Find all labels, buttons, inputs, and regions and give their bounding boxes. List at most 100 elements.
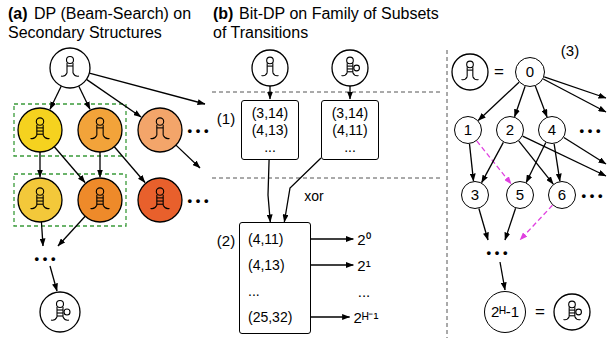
layout-arrow [79,86,90,109]
layout-arrow [500,262,505,290]
section-divider [212,92,440,93]
transition-arrow [535,86,547,117]
node-text: (3,14) [332,105,369,122]
layout-arrow [176,145,200,168]
equals-sign: = [494,62,504,82]
rna-structure-icon [151,118,170,139]
node-text: (25,32) [248,304,292,330]
structure-circle [18,108,62,152]
structure-circle [138,178,182,222]
ellipsis: • • • [188,193,209,208]
structure-circle [78,178,122,222]
rna-structure-icon [61,57,79,77]
layout-arrow [39,152,40,177]
transition-arrow [515,86,526,117]
node-text: 2ᴴ-1 [491,303,519,321]
equals-sign: = [535,302,545,322]
ellipsis: ... [358,283,371,300]
state-circle: 1 [454,116,482,144]
pair-list-box: (3,14)(4,13)... [241,100,299,160]
state-circle: 2ᴴ-1 [484,291,526,333]
node-text: 4 [548,121,556,139]
rna-structure-icon [151,188,170,209]
ellipsis: • • • [487,245,508,260]
layout-arrow [54,147,85,183]
transition-arrow [554,144,560,181]
pair-list-box: (3,14)(4,11)... [321,100,379,160]
step-number: (3) [561,42,579,59]
state-circle: 4 [538,116,566,144]
section-divider [212,178,440,179]
rna-structure-icon [262,57,279,76]
layout-arrow [479,208,488,240]
layout-arrow [349,86,350,99]
panel-letter: (a) [8,4,28,23]
node-text: 0 [526,63,534,81]
step-number: (2) [217,232,235,249]
layout-arrow [544,77,606,98]
panel-divider [447,50,448,338]
node-text: ... [264,139,276,156]
beam-bracket [14,174,126,226]
rna-structure-icon [31,188,50,209]
transition-arrow [469,144,473,181]
rna-structure-icon [51,301,70,321]
layout-arrow [543,79,606,112]
state-circle: 3 [461,181,489,209]
transition-arrow [482,142,504,182]
node-text: 3 [471,186,479,204]
state-circle: 6 [548,181,576,209]
ellipsis: • • • [35,251,56,266]
node-text: 2 [506,121,514,139]
node-text: 5 [516,186,524,204]
layout-arrow [520,205,552,240]
node-text: 6 [558,186,566,204]
ellipsis: • • • [582,188,603,203]
state-circle: 2 [496,116,524,144]
rna-structure-icon [91,118,110,139]
panel-title: Bit-DP on Family of Subsets of Transitio… [213,4,443,42]
node-text: (4,11) [332,122,368,139]
node-text: (4,13) [252,122,289,139]
beam-bracket [14,104,126,156]
node-text: 1 [464,121,472,139]
transition-arrow [478,82,519,120]
layout-arrow [99,152,100,177]
operator-label: xor [304,188,323,204]
rna-structure-icon [462,61,479,80]
layout-arrow [505,208,516,240]
node-text: (4,11) [248,226,284,252]
ellipsis: • • • [188,123,209,138]
layout-arrow [523,136,606,176]
structure-circle [78,108,122,152]
panel-title: DP (Beam-Search) on Secondary Structures [8,4,208,42]
structure-circle [452,54,488,90]
layout-arrow [58,216,85,246]
rna-structure-icon [31,118,50,139]
structure-circle [138,108,182,152]
layout-arrow [41,222,43,246]
ellipsis: • • • [580,123,601,138]
bit-value: 2⁰ [357,229,370,249]
node-text: (4,13) [248,252,285,278]
rna-structure-icon [91,188,110,209]
panel-letter: (b) [213,4,233,23]
transition-arrow [268,160,270,222]
layout-arrow [50,86,61,109]
node-text: ... [248,278,260,304]
structure-circle [18,178,62,222]
transition-arrow [519,141,554,184]
structure-circle [252,50,288,86]
state-circle: 5 [506,181,534,209]
transition-arrow [526,143,546,183]
structure-circle [50,48,90,88]
state-circle: 0 [515,57,545,87]
layout-arrow [114,147,145,183]
rna-structure-icon [564,301,582,320]
structure-circle [332,50,368,86]
layout-arrow [50,266,57,291]
transition-arrow [477,141,512,184]
layout-arrow [564,137,606,164]
layout-arrow [89,73,205,104]
node-text: ... [344,139,356,156]
